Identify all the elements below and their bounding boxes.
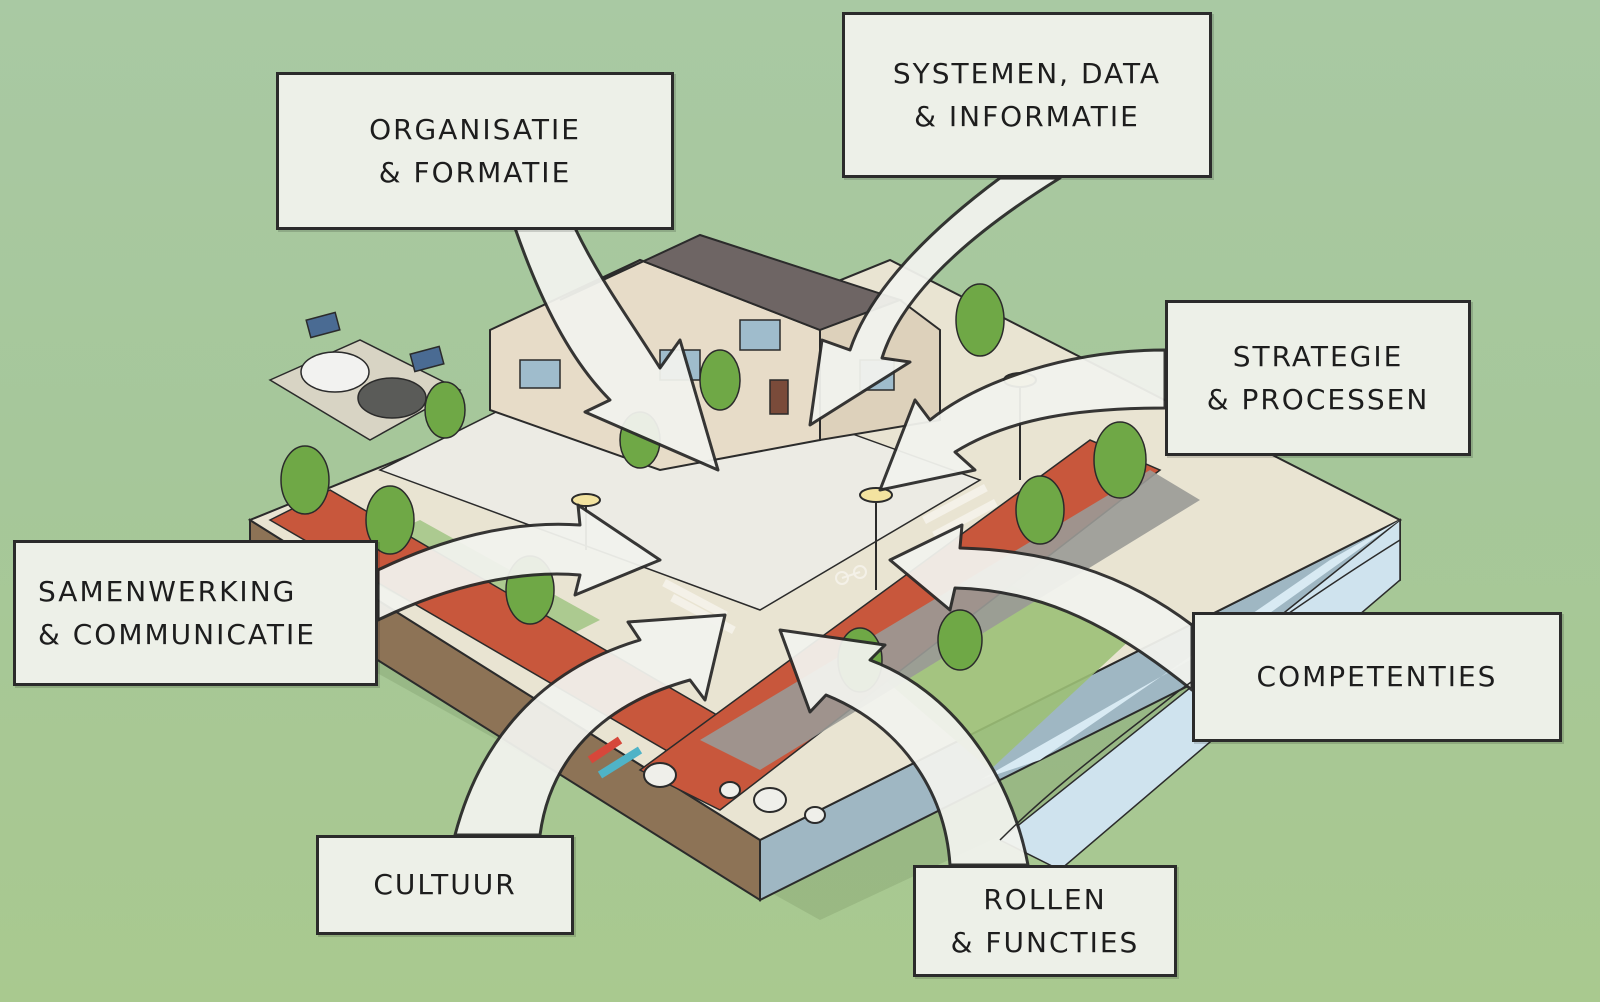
- water-surface: [980, 520, 1400, 780]
- label-samenwerking: SAMENWERKING & COMMUNICATIE: [13, 540, 378, 686]
- label-strategie: STRATEGIE & PROCESSEN: [1165, 300, 1471, 456]
- arrow-strategie: [878, 348, 1167, 492]
- label-systemen-line1: SYSTEMEN, DATA: [892, 56, 1162, 90]
- label-samenwerking-line2: & COMMUNICATIE: [38, 618, 316, 651]
- label-competenties: COMPETENTIES: [1192, 612, 1562, 742]
- arrow-samenwerking: [376, 503, 662, 622]
- arrow-systemen: [808, 176, 1062, 427]
- arrow-cultuur: [453, 613, 727, 837]
- label-strategie-line2: & PROCESSEN: [1206, 383, 1430, 416]
- label-competenties-line1: COMPETENTIES: [1256, 660, 1498, 694]
- bicycle-icon: [835, 565, 867, 585]
- label-organisatie: ORGANISATIE & FORMATIE: [276, 72, 674, 230]
- arrow-competenties: [888, 523, 1194, 692]
- solar-panel-icon: [305, 311, 445, 373]
- label-samenwerking-line1: SAMENWERKING: [38, 574, 297, 608]
- arrow-organisatie: [513, 226, 720, 472]
- label-rollen: ROLLEN & FUNCTIES: [913, 865, 1177, 977]
- label-systemen: SYSTEMEN, DATA & INFORMATIE: [842, 12, 1212, 178]
- electric-car-icon: [268, 339, 462, 441]
- label-organisatie-line1: ORGANISATIE: [369, 112, 581, 146]
- shoreline: [999, 539, 1401, 841]
- pipe-icon: [587, 736, 826, 824]
- zebra-crossing: [662, 484, 998, 634]
- label-cultuur: CULTUUR: [316, 835, 574, 935]
- label-systemen-line2: & INFORMATIE: [914, 100, 1140, 133]
- label-strategie-line1: STRATEGIE: [1232, 339, 1404, 373]
- arrow-rollen: [778, 628, 1030, 867]
- label-rollen-line2: & FUNCTIES: [950, 926, 1140, 959]
- label-organisatie-line2: & FORMATIE: [378, 156, 572, 189]
- label-cultuur-line1: CULTUUR: [373, 868, 517, 902]
- label-rollen-line1: ROLLEN: [983, 882, 1107, 916]
- concept-arrows: [376, 176, 1194, 867]
